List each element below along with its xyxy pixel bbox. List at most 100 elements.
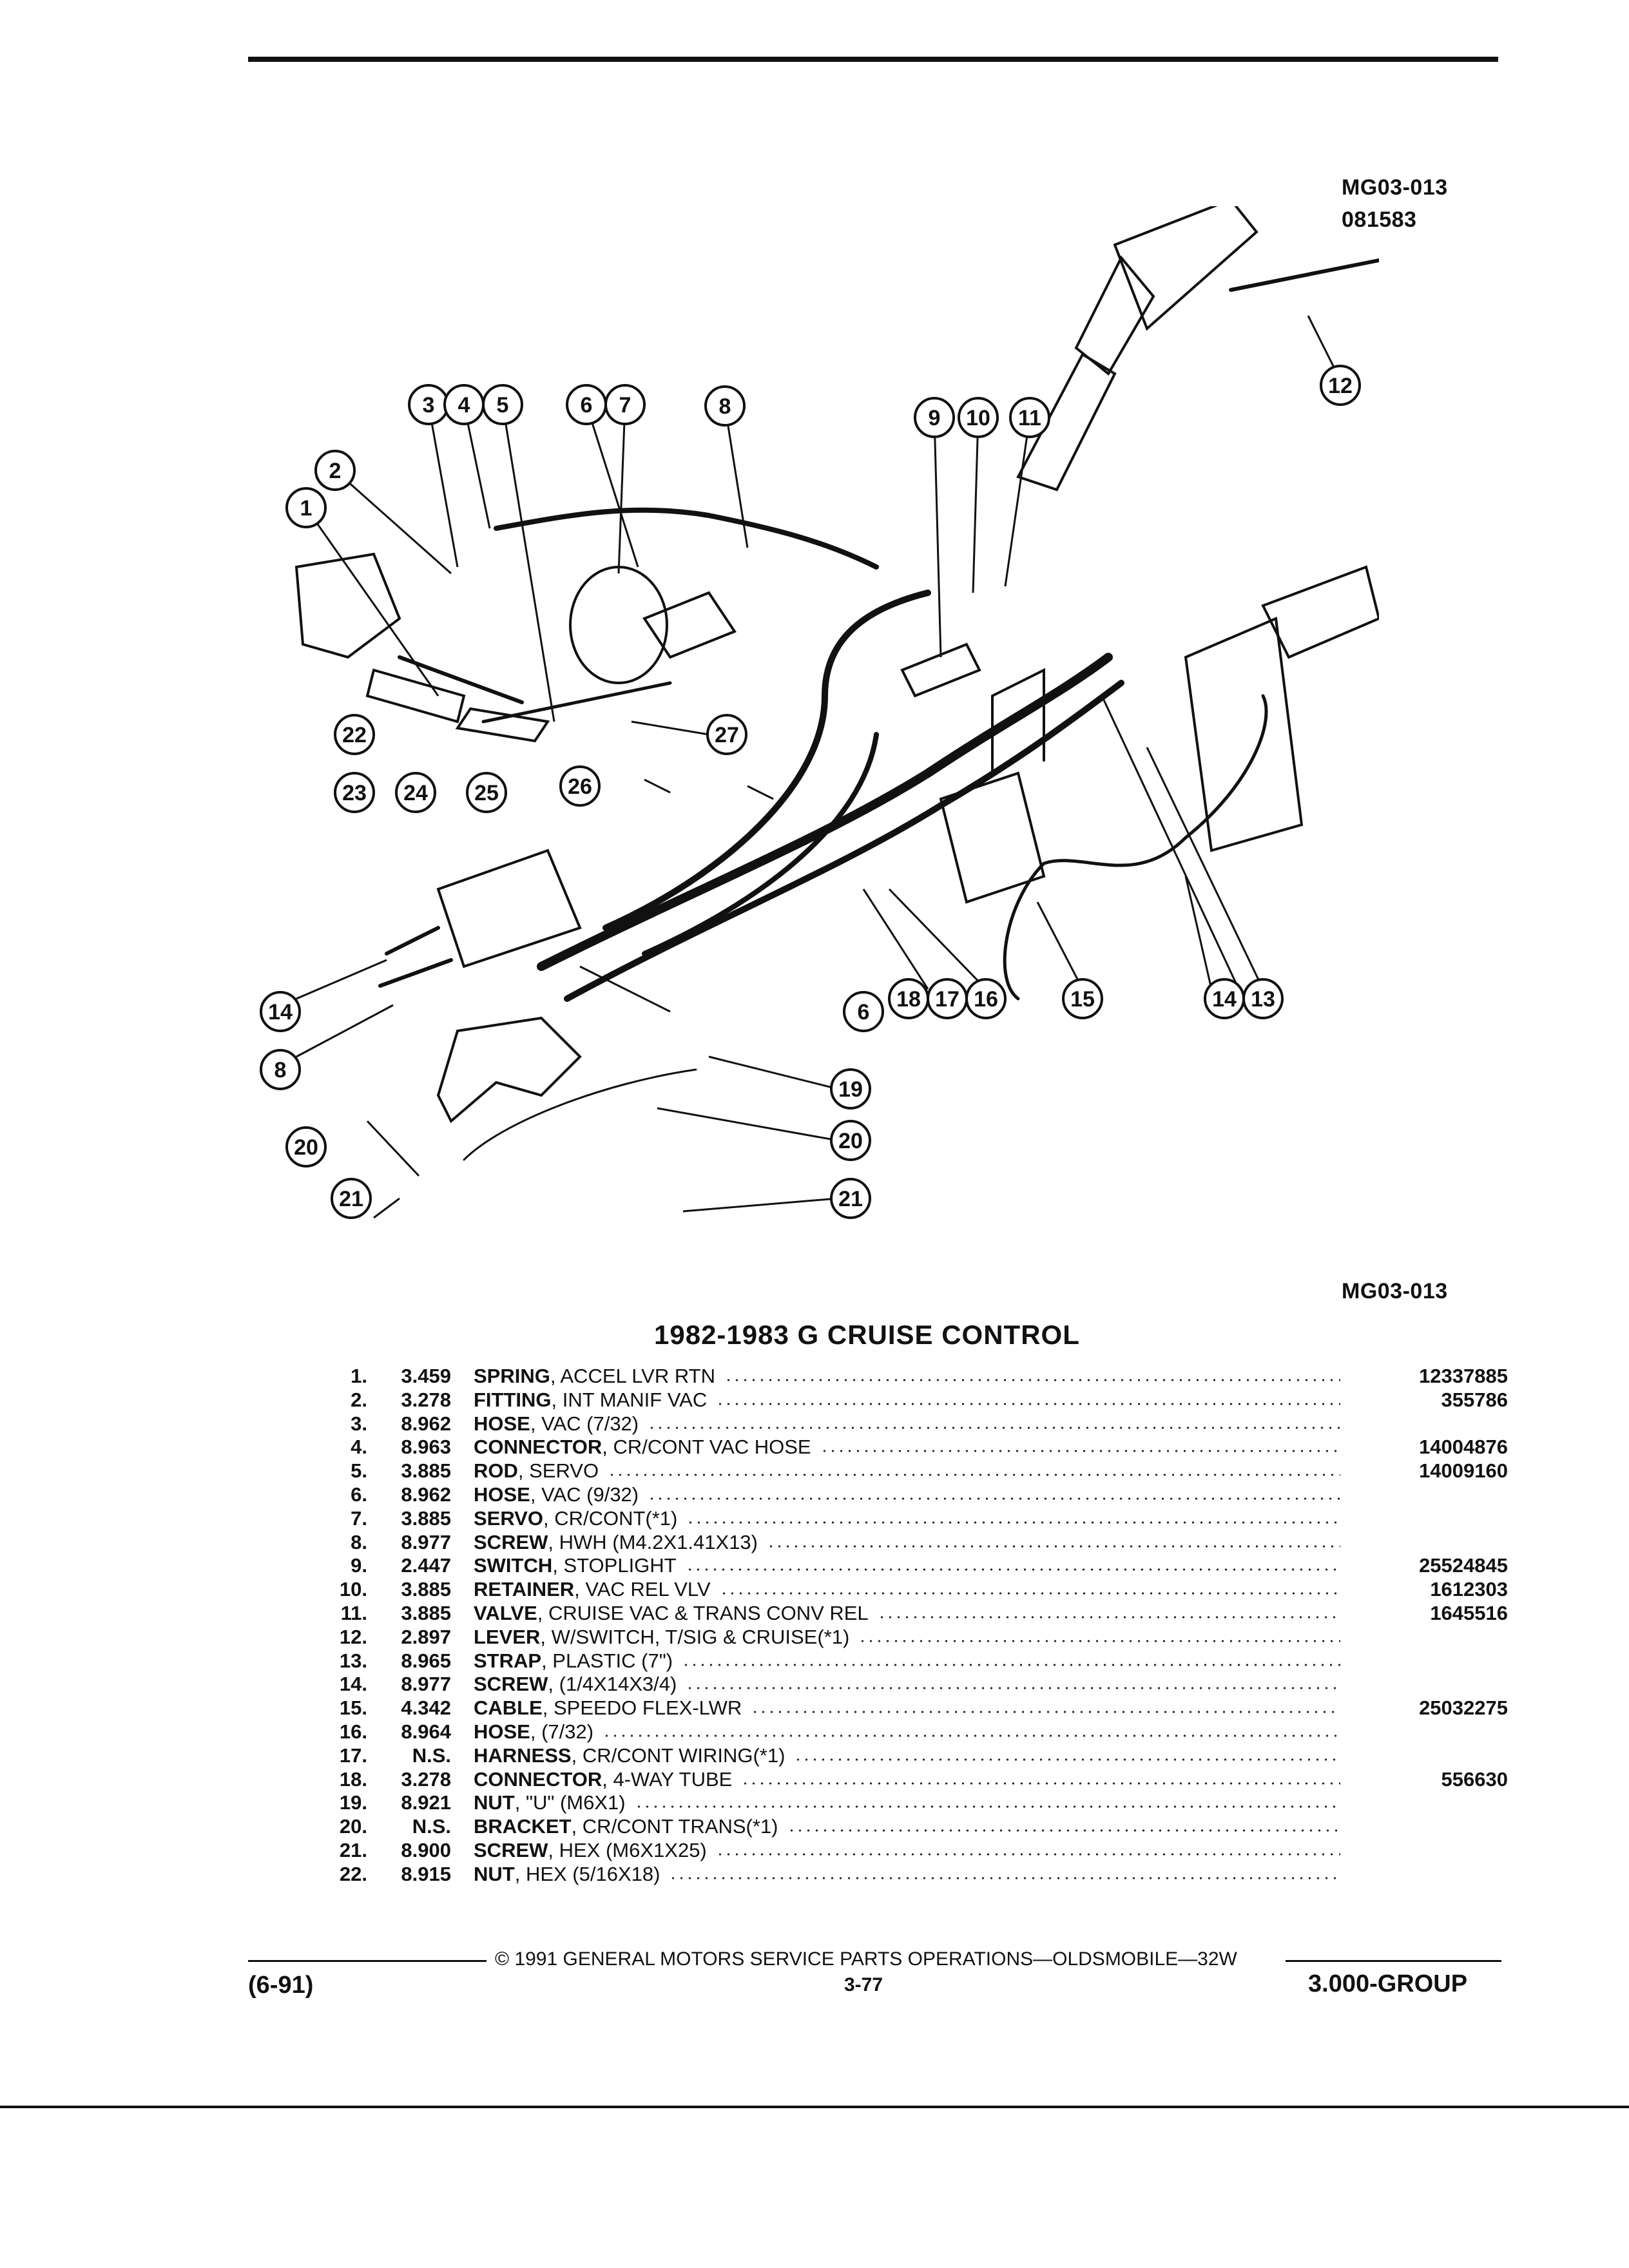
engine-outline xyxy=(294,552,401,659)
leader-dots xyxy=(686,1687,1340,1690)
leader-dots xyxy=(716,1852,1340,1856)
callout-17: 17 xyxy=(927,978,968,1019)
callout-9: 9 xyxy=(914,397,955,438)
part-detail: , (1/4X14X3/4) xyxy=(548,1673,677,1696)
group-code: 3.000-GROUP xyxy=(1308,1970,1468,1997)
leader-dots xyxy=(716,1402,1340,1405)
part-detail: , 4-WAY TUBE xyxy=(602,1767,733,1791)
part-group: 3.885 xyxy=(401,1578,451,1601)
svg-text:10: 10 xyxy=(966,406,990,430)
callout-20a: 20 xyxy=(830,1120,871,1161)
part-detail: , HEX (M6X1X25) xyxy=(548,1838,707,1861)
part-number: 556630 xyxy=(1441,1767,1508,1791)
part-name: CABLE xyxy=(474,1696,543,1720)
part-index: 8. xyxy=(351,1530,367,1553)
svg-text:1: 1 xyxy=(300,496,313,521)
part-name: SPRING xyxy=(474,1365,550,1387)
callout-14b: 14 xyxy=(260,991,301,1032)
svg-text:8: 8 xyxy=(275,1058,287,1082)
svg-text:9: 9 xyxy=(929,406,941,430)
speedo-cable xyxy=(1042,694,1268,867)
callout-7: 7 xyxy=(604,384,646,425)
leader-dots xyxy=(635,1805,1340,1809)
callout-2: 2 xyxy=(314,450,356,491)
leader-dots xyxy=(720,1592,1340,1595)
part-index: 9. xyxy=(351,1554,367,1577)
part-index: 6. xyxy=(351,1483,367,1506)
callout-27: 27 xyxy=(706,714,747,755)
leader-dots xyxy=(602,1734,1340,1737)
callout-8b: 8 xyxy=(260,1049,301,1090)
svg-text:26: 26 xyxy=(568,774,592,799)
footer-rule-right xyxy=(1286,1960,1501,1962)
page-title: 1982-1983 G CRUISE CONTROL xyxy=(654,1320,1080,1350)
part-index: 16. xyxy=(339,1720,367,1743)
part-name: SWITCH xyxy=(474,1554,553,1577)
part-group: 2.897 xyxy=(401,1625,451,1648)
part-number: 25524845 xyxy=(1419,1554,1508,1577)
svg-text:8: 8 xyxy=(719,394,731,419)
part-index: 3. xyxy=(351,1412,367,1435)
part-group: 8.963 xyxy=(401,1436,451,1459)
callout-6: 6 xyxy=(566,384,607,425)
leader-dots xyxy=(787,1829,1340,1832)
part-index: 7. xyxy=(351,1506,367,1530)
part-detail: , HWH (M4.2X1.41X13) xyxy=(548,1530,758,1553)
part-index: 5. xyxy=(351,1459,367,1483)
callout-12: 12 xyxy=(1320,365,1361,406)
svg-text:27: 27 xyxy=(715,723,739,747)
part-detail: , CR/CONT(*1) xyxy=(543,1506,678,1530)
part-detail: , W/SWITCH, T/SIG & CRUISE(*1) xyxy=(540,1625,850,1648)
part-index: 20. xyxy=(339,1815,367,1838)
part-index: 22. xyxy=(339,1862,367,1885)
part-name: HOSE xyxy=(474,1720,530,1743)
callout-20b: 20 xyxy=(285,1126,327,1168)
servo-diaphragm xyxy=(569,566,668,684)
part-name: VALVE xyxy=(474,1601,537,1624)
part-group: 8.977 xyxy=(401,1530,451,1553)
part-group: 8.962 xyxy=(401,1412,451,1435)
callout-13: 13 xyxy=(1242,978,1284,1019)
part-index: 4. xyxy=(351,1436,367,1459)
svg-text:20: 20 xyxy=(838,1129,863,1153)
part-description: NUT, "U" (M6X1) xyxy=(474,1791,626,1815)
callout-22: 22 xyxy=(334,714,375,755)
svg-text:25: 25 xyxy=(474,781,499,805)
part-group: 3.885 xyxy=(401,1601,451,1624)
callout-11: 11 xyxy=(1009,397,1050,438)
leader-dots xyxy=(878,1615,1340,1619)
part-detail: , VAC (9/32) xyxy=(530,1483,639,1506)
part-description: STRAP, PLASTIC (7") xyxy=(474,1649,673,1673)
part-index: 17. xyxy=(339,1744,367,1767)
part-name: CONNECTOR xyxy=(474,1767,602,1791)
part-index: 12. xyxy=(339,1625,367,1648)
part-description: SPRING, ACCEL LVR RTN xyxy=(474,1365,715,1389)
part-row: 3. 8.962 HOSE, VAC (7/32) xyxy=(296,1412,1508,1436)
part-number: 12337885 xyxy=(1419,1365,1508,1387)
part-detail: , ACCEL LVR RTN xyxy=(550,1365,715,1387)
part-description: HOSE, VAC (7/32) xyxy=(474,1412,639,1436)
callout-15: 15 xyxy=(1062,978,1103,1019)
transmission-housing xyxy=(1261,565,1379,659)
part-description: VALVE, CRUISE VAC & TRANS CONV REL xyxy=(474,1602,869,1626)
leader-dots xyxy=(794,1758,1340,1761)
svg-text:23: 23 xyxy=(342,781,367,805)
svg-text:18: 18 xyxy=(896,987,921,1012)
part-group: 4.342 xyxy=(401,1696,451,1720)
part-index: 1. xyxy=(351,1365,367,1387)
leader-dots xyxy=(741,1782,1340,1785)
part-description: LEVER, W/SWITCH, T/SIG & CRUISE(*1) xyxy=(474,1626,849,1649)
svg-text:7: 7 xyxy=(619,393,631,418)
bracket xyxy=(436,1016,582,1124)
svg-text:11: 11 xyxy=(1018,406,1041,430)
steering-column xyxy=(1113,206,1258,331)
part-description: CABLE, SPEEDO FLEX-LWR xyxy=(474,1696,742,1720)
